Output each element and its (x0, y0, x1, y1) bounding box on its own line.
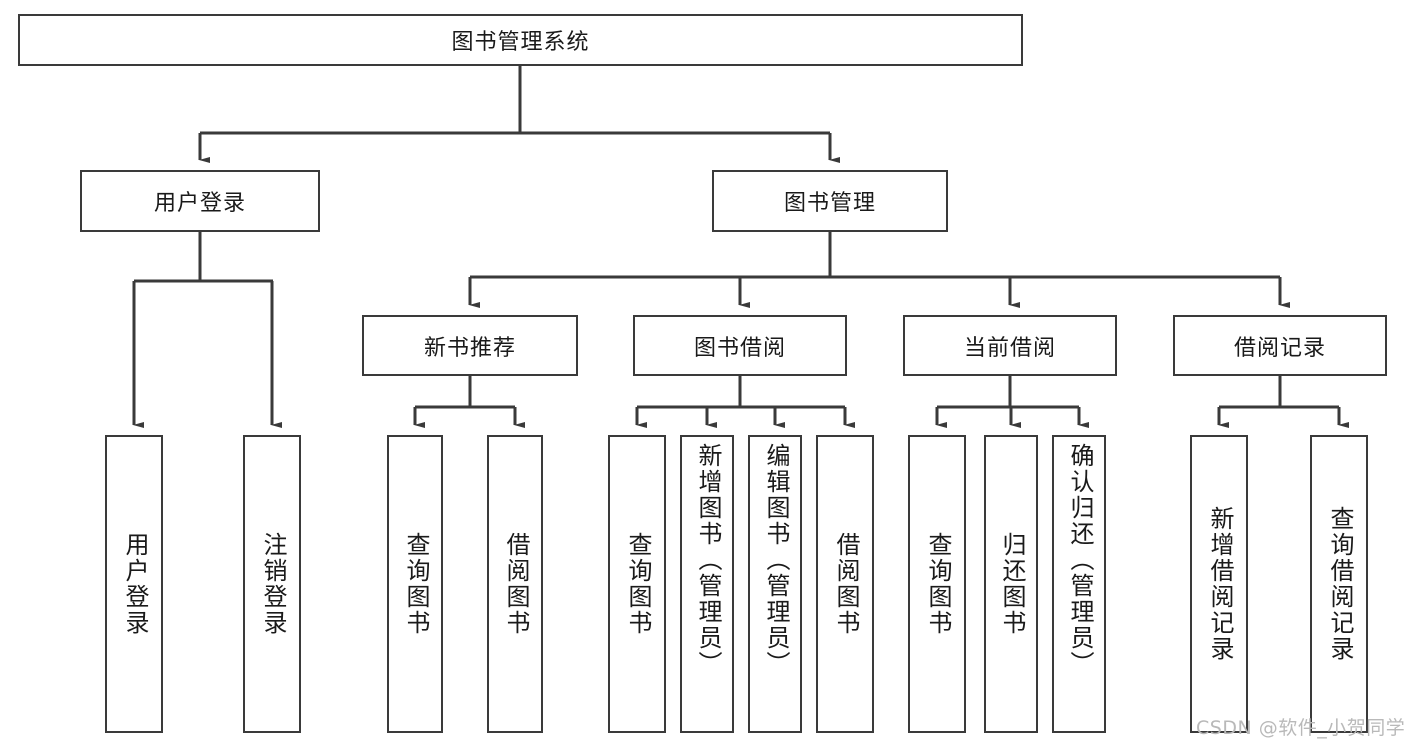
node-leaf-query-borrow-record[interactable]: 查询借阅记录 (1310, 435, 1368, 733)
node-label-vertical: 注销登录 (258, 532, 287, 636)
node-label: 图书借阅 (693, 335, 786, 361)
node-label-vertical: 借阅图书 (831, 532, 860, 636)
node-borrow-record[interactable]: 借阅记录 (1173, 315, 1387, 376)
node-label-vertical: 新增借阅记录 (1205, 506, 1234, 662)
node-label: 借阅记录 (1233, 335, 1326, 361)
node-leaf-query-book-rec[interactable]: 查询图书 (387, 435, 443, 733)
node-new-book-recommendation[interactable]: 新书推荐 (362, 315, 578, 376)
node-leaf-add-book-admin[interactable]: 新增图书（管理员） (680, 435, 734, 733)
node-label: 新书推荐 (423, 335, 516, 361)
node-leaf-add-borrow-record[interactable]: 新增借阅记录 (1190, 435, 1248, 733)
node-label-vertical: 归还图书 (997, 532, 1026, 636)
node-user-login[interactable]: 用户登录 (80, 170, 320, 232)
node-label: 图书管理 (783, 191, 876, 216)
node-label: 当前借阅 (963, 335, 1056, 361)
node-leaf-borrow-book[interactable]: 借阅图书 (816, 435, 874, 733)
csdn-watermark: CSDN @软件_小贺同学 (1196, 717, 1405, 739)
node-leaf-query-book-borrow[interactable]: 查询图书 (608, 435, 666, 733)
node-leaf-logout-login[interactable]: 注销登录 (243, 435, 301, 733)
node-label-vertical: 编辑图书（管理员） (761, 443, 790, 677)
node-label: 用户登录 (153, 191, 246, 216)
node-label-vertical: 用户登录 (120, 532, 149, 636)
root-node-label: 图书管理系统 (451, 30, 590, 55)
node-leaf-edit-book-admin[interactable]: 编辑图书（管理员） (748, 435, 802, 733)
node-leaf-query-book-current[interactable]: 查询图书 (908, 435, 966, 733)
node-book-management[interactable]: 图书管理 (712, 170, 948, 232)
node-label-vertical: 确认归还（管理员） (1065, 443, 1094, 677)
node-leaf-return-book[interactable]: 归还图书 (984, 435, 1038, 733)
node-book-borrow[interactable]: 图书借阅 (633, 315, 847, 376)
node-label-vertical: 查询借阅记录 (1325, 506, 1354, 662)
node-label-vertical: 新增图书（管理员） (693, 443, 722, 677)
node-current-borrow[interactable]: 当前借阅 (903, 315, 1117, 376)
root-node-book-management-system[interactable]: 图书管理系统 (18, 14, 1023, 66)
node-leaf-borrow-book-rec[interactable]: 借阅图书 (487, 435, 543, 733)
node-label-vertical: 查询图书 (923, 532, 952, 636)
node-label-vertical: 查询图书 (623, 532, 652, 636)
node-label-vertical: 查询图书 (401, 532, 430, 636)
node-leaf-confirm-return-admin[interactable]: 确认归还（管理员） (1052, 435, 1106, 733)
node-leaf-user-login[interactable]: 用户登录 (105, 435, 163, 733)
node-label-vertical: 借阅图书 (501, 532, 530, 636)
